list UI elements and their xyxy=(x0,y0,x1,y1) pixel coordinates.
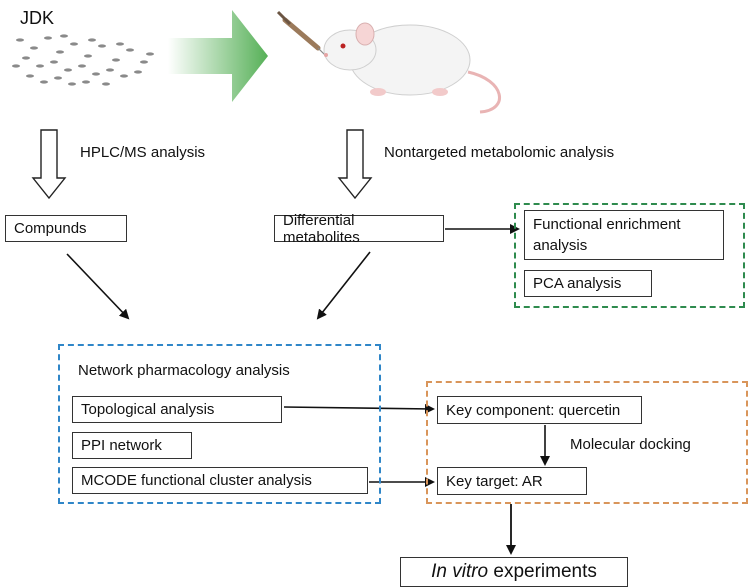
in-vitro-italic: In vitro xyxy=(431,561,489,582)
molecular-docking-frame xyxy=(426,381,748,504)
arrow-compounds-to-network xyxy=(66,253,130,320)
molecular-docking-label: Molecular docking xyxy=(570,436,691,453)
functional-enrichment-box: Functional enrichment analysis xyxy=(524,210,724,260)
metabolomic-down-arrow xyxy=(337,129,373,200)
nontargeted-step-label: Nontargeted metabolomic analysis xyxy=(384,144,615,161)
mcode-cluster-label: MCODE functional cluster analysis xyxy=(81,472,312,489)
hplc-step-label: HPLC/MS analysis xyxy=(80,144,206,161)
key-target-box: Key target: AR xyxy=(437,467,587,495)
green-transition-arrow xyxy=(168,10,268,102)
jdk-granules xyxy=(12,34,154,86)
network-pharmacology-title: Network pharmacology analysis xyxy=(78,362,290,379)
functional-enrichment-line2: analysis xyxy=(533,237,588,254)
differential-metabolites-label: Differential metabolites xyxy=(283,211,360,246)
topological-analysis-label: Topological analysis xyxy=(81,401,215,418)
metabolomics-analysis-frame xyxy=(514,203,745,308)
network-pharmacology-frame xyxy=(58,344,381,504)
in-vitro-experiments-box: In vitro experiments xyxy=(400,557,628,587)
functional-enrichment-line1: Functional enrichment xyxy=(533,216,681,233)
experiments-label: experiments xyxy=(488,561,597,582)
ppi-network-label: PPI network xyxy=(81,437,162,454)
pca-analysis-label: PCA analysis xyxy=(533,275,622,292)
key-component-box: Key component: quercetin xyxy=(437,396,642,424)
key-target-label: Key target: AR xyxy=(446,472,543,490)
arrow-topological-to-key-component xyxy=(283,403,435,414)
hplc-down-arrow xyxy=(31,129,67,200)
topological-analysis-box: Topological analysis xyxy=(72,396,282,423)
pca-analysis-box: PCA analysis xyxy=(524,270,652,297)
compounds-box: Compunds xyxy=(5,215,127,242)
ppi-network-box: PPI network xyxy=(72,432,192,459)
key-component-label: Key component: quercetin xyxy=(446,401,621,419)
differential-metabolites-box: Differential metabolites xyxy=(274,212,444,246)
mcode-cluster-box: MCODE functional cluster analysis xyxy=(72,467,368,494)
mouse-illustration xyxy=(276,10,501,114)
compounds-label: Compunds xyxy=(14,220,87,237)
jdk-label: JDK xyxy=(20,8,55,28)
arrow-metabolites-to-network xyxy=(316,251,371,320)
